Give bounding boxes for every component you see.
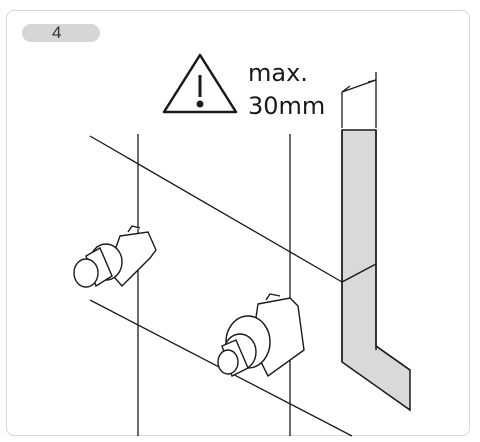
warning-max-label: max.: [248, 59, 308, 87]
warning-triangle-icon: [162, 53, 238, 114]
left-pipe-connector: [73, 225, 157, 288]
step-badge: 4: [22, 24, 100, 42]
wall-profile: [341, 129, 411, 412]
wall-grid-lines: [89, 134, 353, 437]
right-pipe-connector: [217, 293, 305, 378]
dimension-marker: [341, 72, 377, 128]
warning-dimension-label: 30mm: [248, 92, 326, 120]
step-number: 4: [52, 23, 62, 42]
